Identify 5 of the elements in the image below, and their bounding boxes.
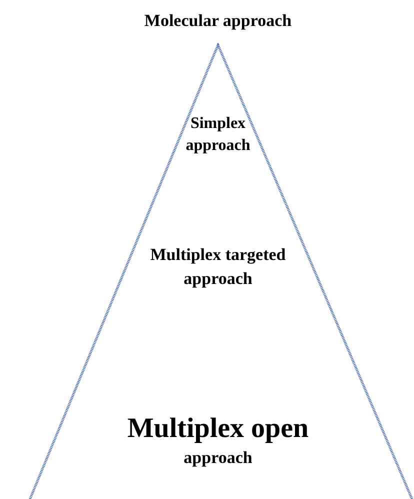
title: Molecular approach xyxy=(143,10,293,32)
tier-label: Multiplex open xyxy=(126,413,310,445)
tier-label: approach xyxy=(182,447,254,469)
tier-label: Multiplex targeted approach xyxy=(149,244,287,290)
tier-label: Simplex approach xyxy=(184,114,252,156)
